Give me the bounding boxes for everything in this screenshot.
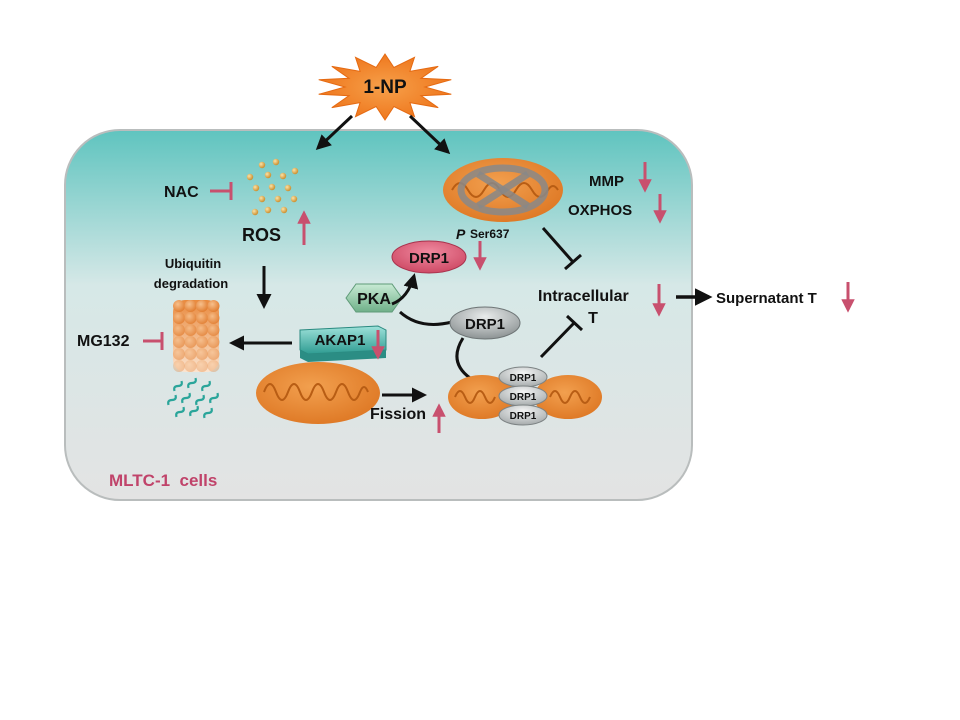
ros-particle [284, 184, 292, 192]
proteasome-icon [173, 300, 220, 372]
curve-pka-to-drp1-cytosolic [398, 310, 453, 326]
arrow-pka-to-drp1-phospho [391, 273, 419, 306]
ros-particle [274, 195, 282, 203]
ros-particle [291, 167, 299, 175]
akap1-node: AKAP1 [299, 325, 387, 362]
mg132-inhibit-icon [143, 332, 164, 350]
ros-particle [290, 195, 298, 203]
proteasome-subunit [196, 360, 208, 372]
peptide-fragment [209, 392, 219, 404]
drp1-ring-stack: DRP1 DRP1 DRP1 [498, 366, 548, 426]
mito-inhibit-icon [541, 227, 582, 271]
cell-type-label: MLTC-1 cells [109, 471, 217, 490]
dividing-mitochondrion-icon [448, 375, 602, 419]
arrow-to-mitochondrion [408, 114, 451, 155]
proteasome-subunit [173, 312, 185, 324]
ros-particle [258, 161, 266, 169]
peptide-fragment [187, 377, 197, 389]
arrow-to-ros [315, 114, 354, 151]
drp1-ring-label-3: DRP1 [510, 411, 537, 422]
ros-particle [264, 206, 272, 214]
peptide-fragments-icon [167, 377, 219, 419]
drp1-cytosolic-node: DRP1 [449, 306, 521, 340]
fission-label: Fission [370, 406, 426, 423]
proteasome-subunit [196, 312, 208, 324]
proteasome-subunit [196, 300, 208, 312]
proteasome-subunit [196, 324, 208, 336]
proteasome-subunit [184, 300, 197, 312]
nac-inhibit-icon [210, 182, 233, 200]
mg132-label: MG132 [77, 333, 130, 350]
drp1-phospho-label: DRP1 [409, 250, 449, 267]
ubiquitin-label-line1: Ubiquitin [165, 256, 221, 271]
intracellular-label-line1: Intracellular [538, 288, 629, 305]
peptide-fragment [173, 380, 183, 392]
drp1-ring-label-2: DRP1 [510, 392, 537, 403]
proteasome-subunit [196, 336, 208, 348]
peptide-fragment [201, 380, 211, 392]
mitochondrion-left-icon [256, 362, 380, 424]
nac-label: NAC [164, 184, 199, 201]
akap1-label: AKAP1 [315, 332, 366, 349]
ros-particles-icon [246, 158, 299, 216]
ros-particle [252, 184, 260, 192]
proteasome-subunit [173, 300, 185, 312]
ros-particle [258, 195, 266, 203]
proteasome-subunit [207, 336, 220, 348]
ros-particle [268, 183, 276, 191]
mmp-label: MMP [589, 173, 624, 190]
ros-particle [251, 208, 259, 216]
proteasome-subunit [184, 312, 197, 324]
peptide-fragment [189, 405, 199, 417]
ros-particle [279, 172, 287, 180]
peptide-fragment [195, 394, 205, 406]
proteasome-subunit [184, 336, 197, 348]
proteasome-subunit [184, 324, 197, 336]
phospho-p-label: P [456, 226, 466, 242]
fission-inhibit-icon [539, 314, 584, 359]
stimulus-starburst: 1-NP [318, 53, 452, 121]
pka-label: PKA [357, 291, 391, 308]
peptide-fragment [175, 406, 185, 418]
ros-particle [264, 171, 272, 179]
intracellular-label-line2: T [588, 310, 598, 327]
proteasome-subunit [207, 324, 220, 336]
proteasome-subunit [173, 348, 185, 360]
proteasome-subunit [196, 348, 208, 360]
drp1-phospho-node: DRP1 [391, 240, 467, 274]
proteasome-subunit [173, 324, 185, 336]
stimulus-label: 1-NP [363, 77, 407, 98]
ser637-label: Ser637 [470, 227, 510, 241]
proteasome-subunit [207, 300, 220, 312]
blocked-mitochondrion-icon [443, 158, 563, 222]
ros-label: ROS [242, 225, 281, 245]
oxphos-label: OXPHOS [568, 202, 632, 219]
peptide-fragment [167, 394, 177, 406]
proteasome-subunit [173, 336, 185, 348]
proteasome-subunit [207, 360, 220, 372]
ros-particle [246, 173, 254, 181]
drp1-cytosolic-label: DRP1 [465, 316, 505, 333]
proteasome-subunit [184, 348, 197, 360]
peptide-fragment [181, 392, 191, 404]
supernatant-label: Supernatant T [716, 290, 817, 307]
drp1-ring-label-1: DRP1 [510, 373, 537, 384]
proteasome-subunit [207, 312, 220, 324]
proteasome-subunit [207, 348, 220, 360]
ubiquitin-label-line2: degradation [154, 276, 228, 291]
pka-node: PKA [345, 283, 403, 313]
ros-particle [280, 206, 288, 214]
proteasome-subunit [184, 360, 197, 372]
peptide-fragment [203, 407, 213, 419]
proteasome-subunit [173, 360, 185, 372]
ros-particle [272, 158, 280, 166]
